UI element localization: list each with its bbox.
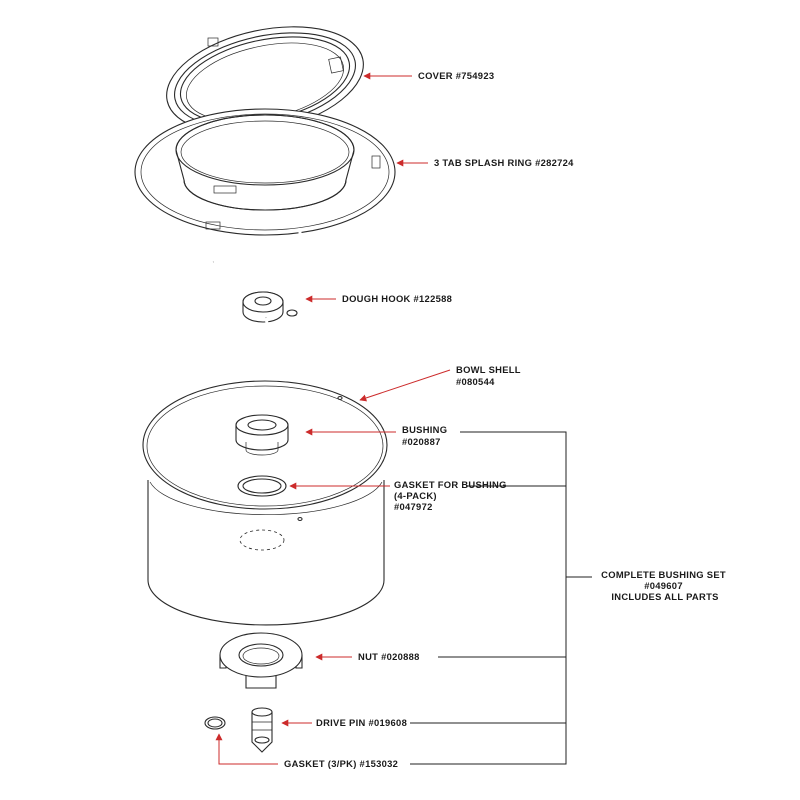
label-bushing: BUSHING #020887 — [402, 424, 450, 447]
drive-pin-part — [251, 707, 273, 753]
leader-lines — [215, 72, 451, 765]
label-splash-ring: 3 TAB SPLASH RING #282724 — [434, 157, 574, 168]
label-bushing-set: COMPLETE BUSHING SET #049607 INCLUDES AL… — [601, 569, 729, 602]
dough-hook-part — [184, 227, 302, 383]
label-dough-hook: DOUGH HOOK #122588 — [342, 293, 452, 304]
label-nut: NUT #020888 — [358, 651, 420, 662]
label-drive-pin: DRIVE PIN #019608 — [316, 717, 407, 728]
leader-gasket-small — [215, 733, 278, 765]
leader-bowl-shell — [359, 369, 451, 402]
label-gasket-bushing: GASKET FOR BUSHING (4-PACK) #047972 — [394, 479, 510, 512]
gasket-small-part — [204, 716, 226, 730]
label-cover: COVER #754923 — [418, 70, 494, 81]
label-gasket-small: GASKET (3/PK) #153032 — [284, 758, 398, 769]
nut-part — [219, 632, 303, 689]
bushing-part — [235, 414, 289, 456]
splash-ring-part — [134, 108, 396, 236]
bushing-set-bracket — [410, 431, 592, 765]
labels: COVER #754923 3 TAB SPLASH RING #282724 … — [284, 70, 729, 769]
label-bowl-shell: BOWL SHELL #080544 — [456, 364, 524, 387]
gasket-bushing-part — [237, 475, 287, 497]
